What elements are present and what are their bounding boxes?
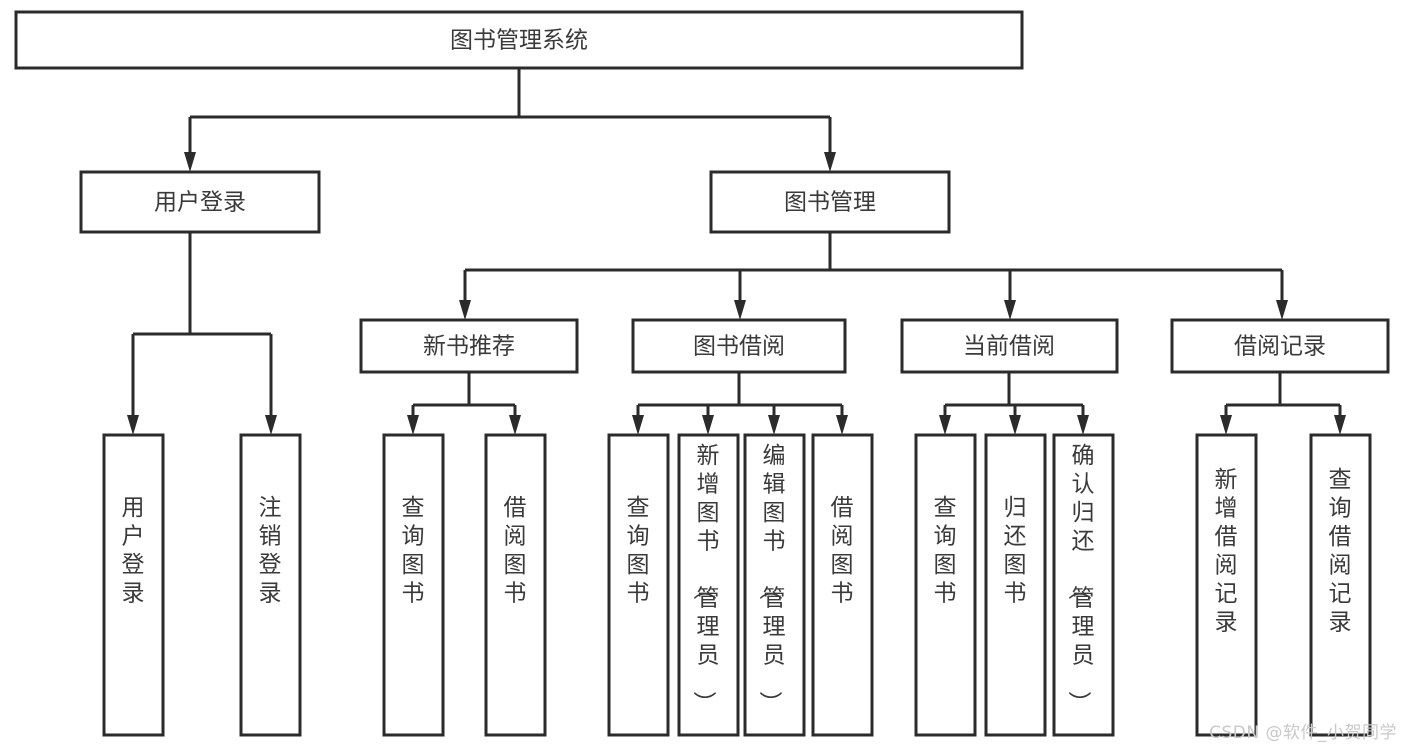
node-leaf-add-book-box[interactable] xyxy=(677,433,740,737)
node-book-manage-box[interactable] xyxy=(709,170,951,234)
connector-layer xyxy=(127,68,1346,435)
connector-borrow-record-trunk xyxy=(1226,372,1340,407)
node-book-borrow-label: 图书借阅 xyxy=(693,334,785,360)
node-leaf-logout-label: 注销登录 xyxy=(259,495,282,607)
node-leaf-borrow-book-1[interactable]: 借阅图书 xyxy=(484,433,547,737)
arrow-user-login-to-leaf-1 xyxy=(127,415,139,435)
node-root-box[interactable] xyxy=(14,10,1024,70)
node-user-login-box[interactable] xyxy=(79,170,321,234)
arrow-current-borrow-to-leaf-1 xyxy=(939,415,951,435)
arrow-book-manage-to-current-borrow xyxy=(1004,300,1016,320)
node-leaf-edit-book-label: 编辑图书（管理员） xyxy=(757,443,786,714)
node-book-manage-label: 图书管理 xyxy=(784,190,876,216)
node-leaf-edit-book[interactable]: 编辑图书（管理员） xyxy=(743,433,806,737)
node-leaf-user-login-label: 用户登录 xyxy=(122,495,145,607)
node-leaf-query-record[interactable]: 查询借阅记录 xyxy=(1309,433,1372,737)
arrow-root-to-book-manage xyxy=(824,152,836,172)
node-borrow-record-label: 借阅记录 xyxy=(1234,334,1326,360)
node-leaf-add-book-label: 新增图书（管理员） xyxy=(691,443,720,714)
node-leaf-query-book-3-box[interactable] xyxy=(914,433,977,737)
node-new-book-rec-box[interactable] xyxy=(359,318,579,374)
node-leaf-query-book-2[interactable]: 查询图书 xyxy=(607,433,670,737)
node-leaf-borrow-book-2[interactable]: 借阅图书 xyxy=(811,433,874,737)
node-leaf-query-book-2-box[interactable] xyxy=(607,433,670,737)
arrow-user-login-to-leaf-2 xyxy=(265,415,277,435)
node-leaf-confirm-return-label: 确认归还（管理员） xyxy=(1066,443,1095,714)
connector-new-book-rec-trunk xyxy=(413,372,515,407)
arrow-book-borrow-to-leaf-2 xyxy=(702,415,714,435)
arrow-book-borrow-to-leaf-1 xyxy=(632,415,644,435)
node-leaf-query-record-label: 查询借阅记录 xyxy=(1329,467,1352,636)
node-current-borrow-box[interactable] xyxy=(900,318,1119,374)
node-user-login-label: 用户登录 xyxy=(154,190,246,216)
node-leaf-query-book-1-box[interactable] xyxy=(382,433,445,737)
arrow-new-book-rec-to-leaf-1 xyxy=(407,415,419,435)
arrow-borrow-record-to-leaf-2 xyxy=(1334,415,1346,435)
node-book-borrow[interactable]: 图书借阅 xyxy=(631,318,847,374)
node-leaf-edit-book-box[interactable] xyxy=(743,433,806,737)
node-leaf-borrow-book-1-box[interactable] xyxy=(484,433,547,737)
node-book-borrow-box[interactable] xyxy=(631,318,847,374)
node-leaf-query-book-1[interactable]: 查询图书 xyxy=(382,433,445,737)
arrow-book-manage-to-new-book-rec xyxy=(459,300,471,320)
node-leaf-borrow-book-2-label: 借阅图书 xyxy=(831,495,854,607)
arrow-book-borrow-to-leaf-4 xyxy=(836,415,848,435)
connector-user-login-trunk xyxy=(133,232,271,336)
node-borrow-record-box[interactable] xyxy=(1170,318,1390,374)
connector-current-borrow-trunk xyxy=(945,372,1083,407)
arrow-book-manage-to-borrow-record xyxy=(1276,300,1288,320)
node-leaf-query-book-1-label: 查询图书 xyxy=(402,495,425,607)
node-borrow-record[interactable]: 借阅记录 xyxy=(1170,318,1390,374)
node-leaf-add-record[interactable]: 新增借阅记录 xyxy=(1195,433,1258,737)
connector-root-trunk xyxy=(190,68,830,119)
arrow-current-borrow-to-leaf-3 xyxy=(1077,415,1089,435)
arrow-new-book-rec-to-leaf-2 xyxy=(509,415,521,435)
connector-book-borrow-trunk xyxy=(638,372,842,407)
node-leaf-query-book-3[interactable]: 查询图书 xyxy=(914,433,977,737)
arrow-current-borrow-to-leaf-2 xyxy=(1009,415,1021,435)
node-leaf-query-book-2-label: 查询图书 xyxy=(627,495,650,607)
node-user-login[interactable]: 用户登录 xyxy=(79,170,321,234)
node-leaf-logout[interactable]: 注销登录 xyxy=(239,433,302,737)
node-book-manage[interactable]: 图书管理 xyxy=(709,170,951,234)
node-leaf-user-login-box[interactable] xyxy=(102,433,165,737)
node-root[interactable]: 图书管理系统 xyxy=(14,10,1024,70)
node-leaf-return-book-box[interactable] xyxy=(984,433,1047,737)
node-leaf-return-book-label: 归还图书 xyxy=(1004,495,1027,607)
node-leaf-add-book[interactable]: 新增图书（管理员） xyxy=(677,433,740,737)
node-leaf-add-record-label: 新增借阅记录 xyxy=(1215,467,1238,636)
node-leaf-borrow-book-1-label: 借阅图书 xyxy=(504,495,527,607)
node-leaf-user-login[interactable]: 用户登录 xyxy=(102,433,165,737)
node-leaf-add-record-box[interactable] xyxy=(1195,433,1258,737)
node-current-borrow[interactable]: 当前借阅 xyxy=(900,318,1119,374)
arrow-root-to-user-login xyxy=(184,152,196,172)
node-leaf-confirm-return-box[interactable] xyxy=(1052,433,1115,737)
node-root-label: 图书管理系统 xyxy=(450,28,588,54)
node-leaf-return-book[interactable]: 归还图书 xyxy=(984,433,1047,737)
node-leaf-confirm-return[interactable]: 确认归还（管理员） xyxy=(1052,433,1115,737)
arrow-borrow-record-to-leaf-1 xyxy=(1220,415,1232,435)
node-leaf-query-book-3-label: 查询图书 xyxy=(934,495,957,607)
node-leaf-query-record-box[interactable] xyxy=(1309,433,1372,737)
node-new-book-rec[interactable]: 新书推荐 xyxy=(359,318,579,374)
arrow-book-manage-to-book-borrow xyxy=(734,300,746,320)
node-leaf-logout-box[interactable] xyxy=(239,433,302,737)
node-new-book-rec-label: 新书推荐 xyxy=(423,334,515,360)
connector-book-manage-trunk xyxy=(465,232,1282,272)
node-current-borrow-label: 当前借阅 xyxy=(963,334,1055,360)
node-leaf-borrow-book-2-box[interactable] xyxy=(811,433,874,737)
arrow-book-borrow-to-leaf-3 xyxy=(768,415,780,435)
